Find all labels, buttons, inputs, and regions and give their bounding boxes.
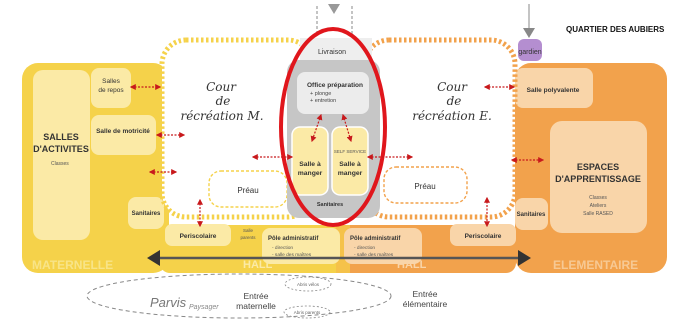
sanitaires-e-room[interactable] xyxy=(515,198,548,230)
espaces-apprentissage-room[interactable] xyxy=(550,121,647,233)
livraison-zone[interactable] xyxy=(300,38,372,60)
gardien-room[interactable] xyxy=(518,39,542,61)
salles-activites-room[interactable] xyxy=(33,70,90,240)
periscolaire-e-room[interactable] xyxy=(450,224,516,246)
maternelle-label: MATERNELLE xyxy=(32,258,113,272)
elementaire-label: ELEMENTAIRE xyxy=(553,258,638,272)
espaces-item-1: Classes xyxy=(589,195,607,201)
salle-manger-m-room[interactable] xyxy=(291,126,329,196)
pole-admin-e-item-2: - salle des maîtres xyxy=(354,252,394,258)
circulation-arrow xyxy=(310,113,323,143)
sanitaires-r-label: Sanitaires xyxy=(317,202,343,208)
abris-parents-label: Abris parents xyxy=(294,310,321,315)
espaces-label-2: D'APPRENTISSAGE xyxy=(555,174,641,184)
pole-admin-e-label: Pôle administratif xyxy=(350,236,401,242)
preau-e-label: Préau xyxy=(414,182,435,191)
entree-elementaire-label-2: élémentaire xyxy=(403,299,448,309)
salles-repos-room[interactable] xyxy=(91,68,131,108)
salles-activites-label-2: D'ACTIVITES xyxy=(33,144,89,154)
classes-label: Classes xyxy=(51,161,69,167)
circulation-arrow xyxy=(341,113,353,143)
salle-manger-m-label-2: manger xyxy=(298,170,323,177)
pole-admin-e-room[interactable] xyxy=(344,228,422,264)
espaces-item-3: Salle RASED xyxy=(583,211,613,217)
access-arrow-right-icon xyxy=(518,250,531,266)
sanitaires-e-label: Sanitaires xyxy=(517,212,546,218)
cour-m-label-1: Cour xyxy=(206,80,237,94)
circulation-arrows xyxy=(129,84,545,228)
salle-polyvalente-room[interactable] xyxy=(515,68,593,108)
pole-admin-m-item-2: - salle des maîtres xyxy=(272,252,312,258)
gardien-label: gardien xyxy=(518,49,541,56)
salle-motricite-label: Salle de motricité xyxy=(96,128,150,135)
pole-admin-m-room[interactable] xyxy=(262,228,340,264)
periscolaire-m-label: Periscolaire xyxy=(180,233,217,240)
espaces-label: ESPACES xyxy=(577,162,619,172)
cour-e-label-2: de xyxy=(447,94,462,108)
cour-e-label-3: récréation E. xyxy=(412,109,492,123)
office-label: Office préparation xyxy=(307,82,363,89)
preau-m-zone[interactable] xyxy=(208,170,288,208)
salle-manger-e-label-2: manger xyxy=(338,170,363,177)
entree-elementaire-label: Entrée xyxy=(412,289,437,299)
office-item-2: + entretion xyxy=(310,98,336,104)
livraison-arrow-icon xyxy=(328,4,340,14)
restauration-highlight xyxy=(279,27,387,227)
pole-admin-m-label: Pôle administratif xyxy=(268,236,319,242)
salle-parents-label: Salle xyxy=(243,228,254,233)
pole-admin-e-item-1: - direction xyxy=(354,245,375,251)
office-item-1: + plonge xyxy=(310,91,331,97)
gardien-arrow-icon xyxy=(523,28,535,38)
abris-parents-zone xyxy=(283,305,331,319)
page-title: QUARTIER DES AUBIERS xyxy=(566,25,665,34)
preau-e-zone[interactable] xyxy=(383,166,468,204)
self-service-label: SELF SERVICE xyxy=(334,149,366,154)
parvis-zone xyxy=(86,273,392,319)
parvis-label: Parvis xyxy=(150,295,187,310)
salle-parents-label-2: parents xyxy=(240,235,256,240)
preau-m-label: Préau xyxy=(237,186,258,195)
sanitaires-m-room[interactable] xyxy=(128,197,164,229)
entree-maternelle-label-2: maternelle xyxy=(236,301,276,311)
salles-activites-label: SALLES xyxy=(43,132,79,142)
abris-velos-label: Abris vélos xyxy=(297,282,320,287)
access-arrow-left-icon xyxy=(147,250,160,266)
sanitaires-m-label: Sanitaires xyxy=(132,211,161,217)
salles-repos-label-2: de repos xyxy=(98,87,124,94)
livraison-label: Livraison xyxy=(318,49,346,56)
pole-admin-m-item-1: - direction xyxy=(272,245,293,251)
cour-e-label-1: Cour xyxy=(437,80,468,94)
cour-m-label-3: récréation M. xyxy=(180,109,263,123)
salles-repos-label: Salles xyxy=(102,78,120,85)
salle-manger-m-label: Salle à xyxy=(299,161,321,168)
periscolaire-e-label: Periscolaire xyxy=(465,233,502,240)
office-preparation-room[interactable] xyxy=(297,72,369,114)
cour-m-label-2: de xyxy=(216,94,231,108)
abris-velos-zone xyxy=(284,276,332,292)
espaces-item-2: Ateliers xyxy=(590,203,607,209)
entree-maternelle-label: Entrée xyxy=(243,291,268,301)
salle-polyvalente-label: Salle polyvalente xyxy=(527,87,580,94)
periscolaire-m-room[interactable] xyxy=(165,224,231,246)
salle-manger-e-label: Salle à xyxy=(339,161,361,168)
parvis-paysager-label: Paysager xyxy=(189,304,219,311)
salle-motricite-room[interactable] xyxy=(91,115,156,155)
